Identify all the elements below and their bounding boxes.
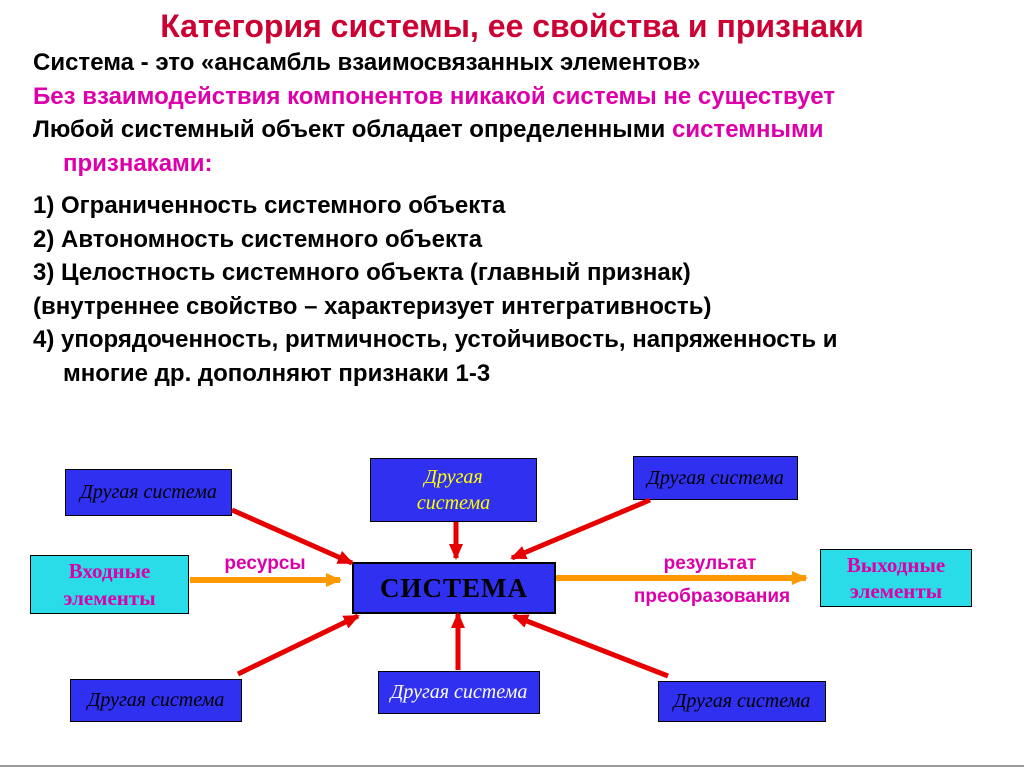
list-item-4-line-2: многие др. дополняют признаки 1-3 xyxy=(63,359,491,387)
result-label-line1: результат xyxy=(663,553,757,574)
other-system-box-top-right: Другая система xyxy=(633,456,798,500)
output-elements-label-line1: Выходные xyxy=(846,552,946,577)
other-system-label: Другая система xyxy=(673,690,811,712)
other-system-box-top-center: Другая система xyxy=(370,458,537,522)
interaction-line: Без взаимодействия компонентов никакой с… xyxy=(33,82,835,110)
output-elements-box: Выходные элементы xyxy=(820,549,972,607)
slide-title: Категория системы, ее свойства и признак… xyxy=(160,8,864,44)
slide-bottom-border xyxy=(0,765,1024,767)
system-object-line: Любой системный объект обладает определе… xyxy=(33,113,1018,147)
input-elements-label-line1: Входные xyxy=(68,559,151,584)
list-item-3-note: (внутреннее свойство – характеризует инт… xyxy=(33,292,712,320)
other-system-label-line1: Другая xyxy=(424,466,483,488)
other-system-label: Другая система xyxy=(87,689,225,711)
priznaki-line: признаками: xyxy=(63,149,213,177)
definition-line: Система - это «ансамбль взаимосвязанных … xyxy=(33,49,701,76)
arrow-bottom-left-to-system xyxy=(236,613,360,677)
list-item-3: 3) Целостность системного объекта (главн… xyxy=(33,259,691,286)
other-system-box-bottom-center: Другая система xyxy=(378,671,540,714)
list-item-2: 2) Автономность системного объекта xyxy=(33,225,483,253)
list-item-1: 1) Ограниченность системного объекта xyxy=(33,192,506,219)
arrow-bottom-right-to-system xyxy=(512,613,669,679)
list-item-4-line-1: 4) упорядоченность, ритмичность, устойчи… xyxy=(33,326,838,353)
other-system-box-top-left: Другая система xyxy=(65,469,232,516)
output-elements-label-line2: элементы xyxy=(849,579,943,603)
other-system-box-bottom-right: Другая система xyxy=(658,681,826,722)
slide-body-text: Система - это «ансамбль взаимосвязанных … xyxy=(33,46,1018,390)
other-system-label: Другая система xyxy=(390,681,528,703)
other-system-label: Другая система xyxy=(647,466,784,489)
other-system-box-bottom-left: Другая система xyxy=(70,679,242,722)
other-system-label-line2: система xyxy=(416,492,491,514)
other-system-label: Другая система xyxy=(417,464,490,516)
system-box: СИСТЕМА xyxy=(352,562,556,614)
input-elements-label-line2: элементы xyxy=(63,585,156,610)
input-elements-box: Входные элементы xyxy=(30,555,189,614)
other-system-label: Другая система xyxy=(80,481,217,503)
system-object-line-magenta: системными xyxy=(671,116,824,143)
system-label: СИСТЕМА xyxy=(380,572,528,603)
system-diagram: Другая система Другая система Другая сист… xyxy=(0,430,1024,767)
result-label-line2: преобразования xyxy=(633,586,791,607)
system-object-line-black: Любой системный объект обладает определе… xyxy=(33,116,672,143)
resources-label: ресурсы xyxy=(224,553,306,574)
